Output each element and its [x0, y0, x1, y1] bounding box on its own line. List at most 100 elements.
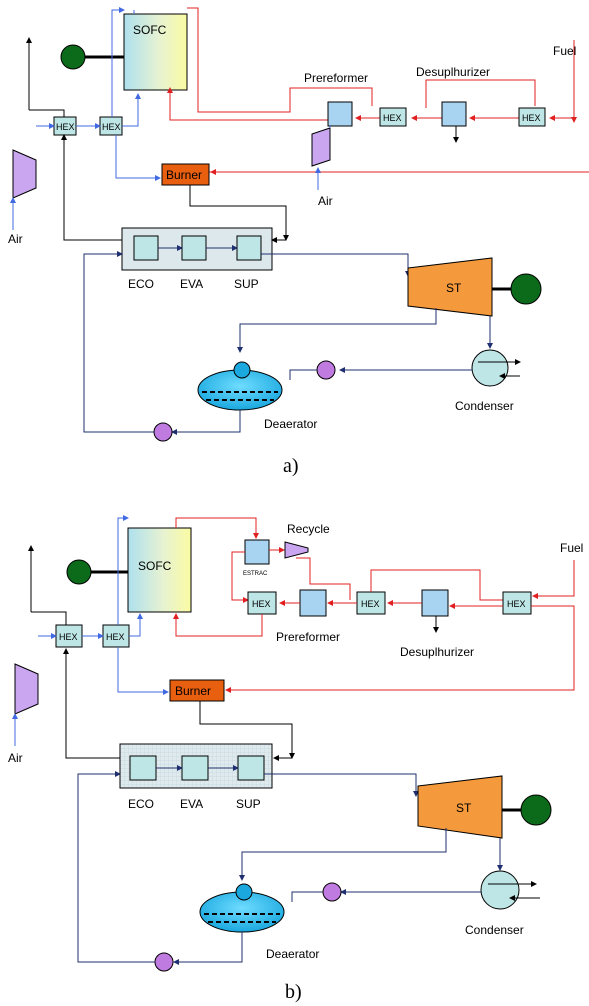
- eva-block: [181, 235, 207, 261]
- desulf-loop-line: [370, 569, 503, 601]
- fuel-to-burner-line: [225, 605, 575, 693]
- deaerator-label: Deaerator: [264, 417, 317, 431]
- burner-label: Burner: [175, 684, 211, 698]
- air-to-burner-line: [115, 135, 161, 181]
- st-generator-icon: [520, 794, 552, 826]
- air-to-sofc-line: [122, 93, 141, 127]
- fuel-label: Fuel: [560, 541, 583, 555]
- prereformer-label: Prereformer: [276, 630, 340, 644]
- desulphurizer-block: [421, 589, 449, 617]
- sofc-block: [127, 527, 192, 613]
- deaerator-dome: [235, 883, 253, 901]
- preref-to-sofc-line: [167, 87, 328, 121]
- sofc-label: SOFC: [138, 559, 172, 573]
- prereformer-block: [299, 589, 327, 617]
- recycle-label: Recycle: [287, 522, 330, 536]
- eva-block: [181, 755, 209, 781]
- feed-pump-icon: [154, 952, 174, 972]
- sup-label: SUP: [234, 277, 259, 291]
- burner-block: [161, 163, 210, 186]
- pump-icon: [322, 882, 342, 902]
- hex-label: HEX: [59, 632, 78, 642]
- hex-label: HEX: [361, 599, 380, 609]
- hex-label: HEX: [507, 599, 526, 609]
- sofc-label: SOFC: [133, 23, 167, 37]
- bleed-to-deaerator-line: [237, 308, 437, 353]
- air-compressor-icon: [12, 149, 37, 199]
- fuel-inlet-line: [532, 560, 575, 599]
- sup-label: SUP: [236, 797, 261, 811]
- desulf-loop-line: [425, 79, 536, 108]
- exhaust-to-hex-line: [29, 109, 65, 117]
- air-blower-label: Air: [318, 194, 333, 208]
- steam-to-st-line: [264, 773, 419, 797]
- anode-out-line: [175, 517, 259, 539]
- hex-label: HEX: [383, 113, 402, 123]
- air-loop-line: [111, 7, 125, 117]
- fuel-label: Fuel: [553, 44, 576, 58]
- eco-block: [129, 755, 157, 781]
- eco-block: [133, 235, 159, 261]
- steam-to-st-line: [261, 253, 411, 277]
- condenser-icon: [471, 349, 509, 387]
- generator-icon: [66, 559, 92, 585]
- condenser-label: Condenser: [465, 923, 524, 937]
- steam-turbine-label: ST: [446, 281, 462, 295]
- burner-label: Burner: [166, 168, 202, 182]
- feedwater-line: [77, 771, 155, 963]
- pump-to-deaerator-line: [291, 891, 323, 902]
- desulphurizer-label: Desuplhurizer: [416, 65, 490, 79]
- condenser-label: Condenser: [455, 399, 514, 413]
- deaerator-out-line: [173, 932, 243, 965]
- steam-turbine-icon: [407, 257, 493, 317]
- sup-block: [237, 755, 265, 781]
- exhaust-to-hex-line: [31, 611, 67, 625]
- feedwater-line: [83, 251, 154, 433]
- sup-block: [236, 235, 262, 261]
- air-inlet-label: Air: [8, 751, 23, 765]
- steam-turbine-icon: [417, 775, 503, 839]
- steam-turbine-label: ST: [456, 801, 472, 815]
- generator-icon: [60, 44, 86, 70]
- prereformer-block: [327, 101, 353, 127]
- air-to-burner-line: [117, 647, 169, 695]
- air-loop-line: [117, 515, 129, 625]
- burner-block: [169, 679, 225, 702]
- st-generator-icon: [510, 273, 542, 305]
- diagram-b: SOFC HEX HEX Air ESTRAC Recycle HEX Prer…: [8, 515, 583, 1003]
- hex-fuel-2: [518, 107, 546, 127]
- prereformer-label: Prereformer: [304, 71, 368, 85]
- hex-label: HEX: [106, 632, 125, 642]
- recycle-blower-icon: [284, 541, 309, 559]
- estrac-block: [244, 539, 270, 565]
- deaerator-dome: [233, 361, 251, 379]
- bleed-to-deaerator-line: [239, 828, 447, 881]
- hex-label: HEX: [56, 122, 75, 132]
- air-blower-icon: [311, 127, 331, 167]
- hex-label: HEX: [252, 599, 271, 609]
- caption-a: a): [283, 455, 299, 477]
- sofc-block: [123, 13, 188, 91]
- diagram-a: SOFC HEX HEX Air Fuel HEX HEX: [8, 7, 589, 477]
- eva-label: EVA: [180, 277, 203, 291]
- deaerator-label: Deaerator: [266, 947, 319, 961]
- desulphurizer-label: Desuplhurizer: [400, 645, 474, 659]
- air-inlet-label: Air: [8, 232, 23, 246]
- estrac-to-hex-line: [231, 551, 249, 603]
- recycle-return-line: [296, 557, 351, 600]
- fuel-anode-line: [187, 7, 373, 113]
- estrac-label: ESTRAC: [243, 571, 268, 577]
- gas-out-hrsg-line: [61, 134, 122, 241]
- gas-out-hrsg-line: [63, 648, 120, 759]
- deaerator-out-line: [171, 410, 241, 435]
- feed-pump-icon: [153, 422, 173, 442]
- pump-icon: [316, 360, 336, 380]
- condenser-icon: [480, 870, 520, 910]
- burner-exhaust-line: [189, 185, 289, 241]
- eco-label: ECO: [128, 277, 154, 291]
- hex-label: HEX: [522, 113, 541, 123]
- air-to-sofc-line: [129, 613, 143, 637]
- eva-label: EVA: [180, 797, 203, 811]
- hex-fuel-3: [502, 591, 532, 615]
